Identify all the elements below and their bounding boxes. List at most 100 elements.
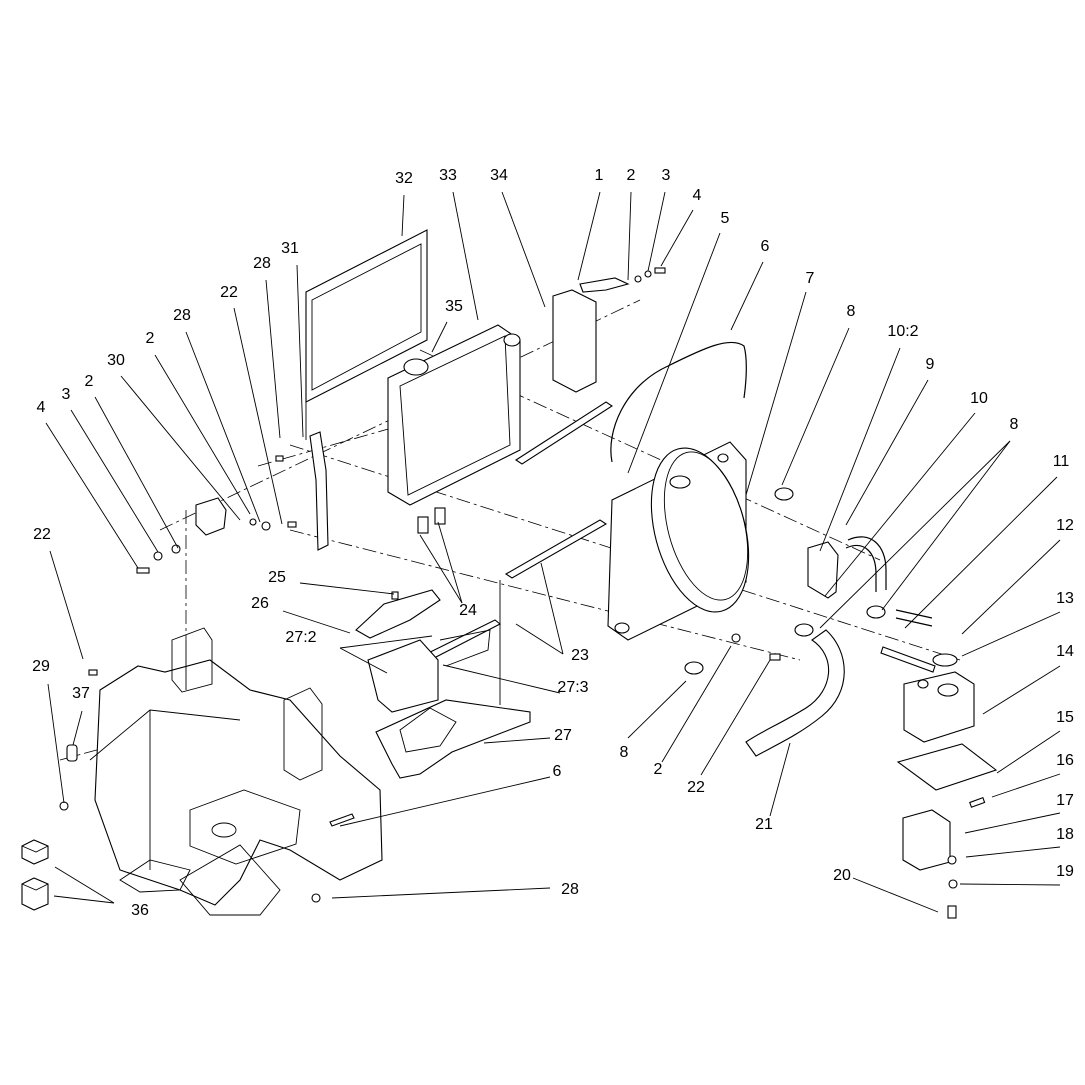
radiator-inlet (503, 333, 521, 347)
screen-inner (311, 243, 422, 391)
callout-c35: 35 (445, 298, 463, 315)
bolt (947, 905, 957, 919)
callout-c18: 18 (1056, 826, 1074, 843)
frame-foot (119, 859, 191, 893)
callout-c2a: 2 (627, 167, 636, 184)
tank-tray (896, 743, 998, 791)
radiator (387, 324, 521, 534)
callout-c11: 11 (1053, 453, 1070, 470)
nut (261, 521, 271, 531)
center-line (289, 529, 801, 661)
leader-line (45, 422, 139, 569)
nut (153, 551, 163, 561)
callout-c27_3: 27:3 (557, 679, 588, 696)
washer (947, 855, 957, 865)
leader-line (964, 812, 1061, 834)
callout-c6b: 6 (553, 763, 562, 780)
callout-c24: 24 (459, 602, 477, 619)
callout-c4a: 4 (693, 187, 702, 204)
callout-c9: 9 (926, 356, 935, 373)
nut (644, 270, 652, 278)
leader-line (982, 665, 1061, 715)
leader-line (339, 647, 388, 674)
callout-c10: 10 (970, 390, 988, 407)
callout-c7: 7 (806, 270, 815, 287)
callout-c30: 30 (107, 352, 125, 369)
hose-clamp (684, 661, 704, 675)
lower-shroud-opening (399, 707, 457, 753)
leader-line (627, 232, 721, 474)
leader-line (401, 194, 405, 237)
callout-c3a: 3 (662, 167, 671, 184)
nut (311, 893, 321, 903)
tank-bracket (902, 809, 951, 871)
callout-c4b: 4 (37, 399, 46, 416)
leader-line (452, 191, 479, 321)
leader-line (120, 375, 241, 521)
callout-c21: 21 (755, 816, 773, 833)
leader-line (700, 659, 771, 776)
bolt (88, 669, 98, 676)
washer (634, 275, 642, 283)
brace-plate (439, 629, 491, 667)
center-line (257, 419, 421, 467)
frame-upright (283, 687, 323, 781)
callout-c1: 1 (595, 167, 604, 184)
radiator-body (387, 324, 521, 506)
leader-line (331, 887, 551, 899)
leader-line (819, 440, 1011, 629)
shroud-hole (717, 453, 729, 463)
leader-line (299, 582, 395, 595)
tank-cap (932, 653, 958, 667)
callout-c14: 14 (1056, 643, 1074, 660)
nut (59, 801, 69, 811)
leader-line (660, 209, 694, 267)
foam-block-edge (21, 845, 49, 853)
callout-c22a: 22 (220, 284, 238, 301)
hose-bracket (807, 541, 839, 599)
leader-line (904, 476, 1058, 629)
shroud-ring-inner (663, 451, 749, 601)
foam-block-edge (21, 883, 49, 891)
seal-strip (504, 519, 608, 579)
lower-shroud-assembly (367, 580, 531, 779)
side-bracket (309, 431, 329, 551)
leader-line (442, 664, 561, 694)
bumper (66, 744, 78, 762)
leader-line (965, 846, 1061, 858)
callout-c13: 13 (1056, 590, 1074, 607)
nut (948, 879, 958, 889)
shroud-hole (614, 622, 630, 634)
leader-line (54, 866, 115, 904)
leader-line (483, 737, 551, 744)
tank-rod (880, 646, 936, 673)
leader-line (296, 264, 304, 438)
leader-line (540, 562, 564, 655)
leader-line (437, 521, 463, 604)
leader-line (745, 291, 807, 496)
frame-body (94, 659, 383, 906)
nut (275, 455, 284, 462)
washer (249, 518, 257, 526)
hose-clamp (866, 605, 886, 619)
leader-line (852, 877, 939, 913)
callout-c37: 37 (72, 685, 90, 702)
leader-line (961, 539, 1061, 635)
seal-strip (329, 813, 355, 827)
leader-line (781, 327, 850, 486)
callout-c28c: 28 (561, 881, 579, 898)
callout-c19: 19 (1056, 863, 1074, 880)
bolt (769, 653, 781, 661)
callout-c27_2: 27:2 (285, 629, 316, 646)
seal-strip (514, 401, 614, 465)
drain-fitting (434, 507, 446, 525)
chassis-frame (89, 627, 383, 916)
overflow-tube (895, 609, 933, 627)
callout-c8b: 8 (1010, 416, 1019, 433)
callout-c5: 5 (721, 210, 730, 227)
callout-c2b: 2 (146, 330, 155, 347)
callout-c25: 25 (268, 569, 286, 586)
